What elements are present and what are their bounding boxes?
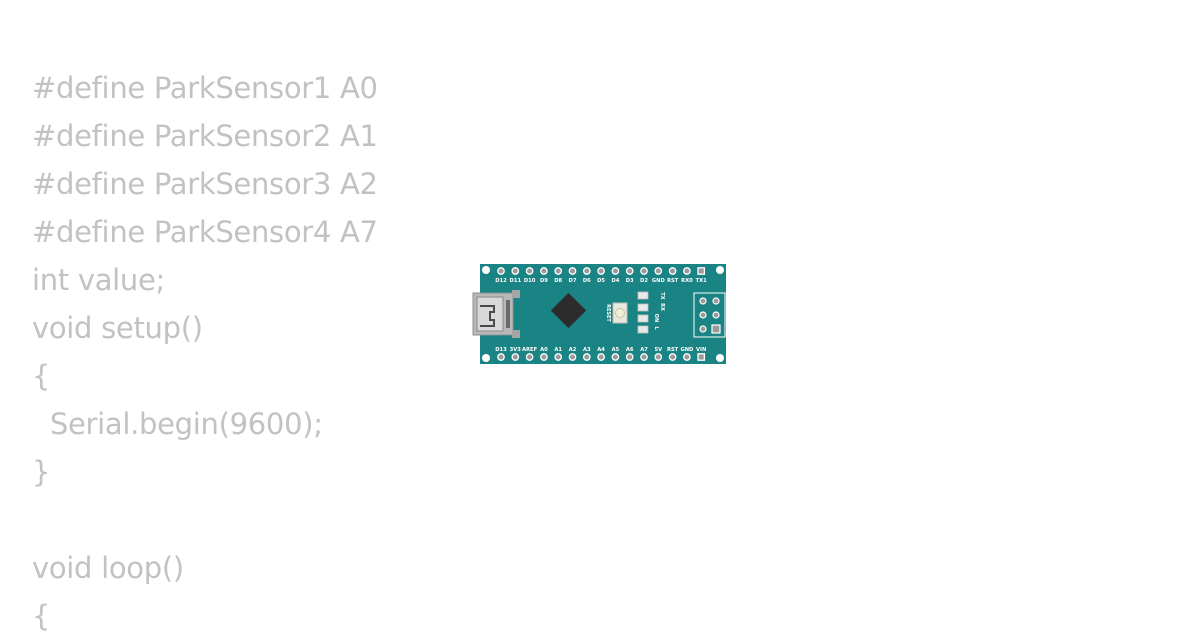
code-line: void loop() [32,551,184,585]
bottom-pin-label: 5V [654,347,662,353]
bottom-pin-label: A6 [626,347,634,353]
top-pin[interactable] [668,267,677,275]
bottom-pin-label: AREF [522,347,538,353]
code-line: #define ParkSensor4 A7 [32,215,378,249]
top-pin-label: GND [652,278,666,284]
top-pin[interactable] [525,267,534,275]
top-pin-label: D12 [495,278,507,284]
code-line: int value; [32,263,166,297]
top-pin[interactable] [611,267,620,275]
top-pin[interactable] [582,267,591,275]
microcontroller-chip [550,292,587,329]
top-pin-label: D5 [597,278,605,284]
top-pin-label: D4 [611,278,619,284]
bottom-pin[interactable] [611,353,620,361]
top-pin-label: D8 [554,278,562,284]
bottom-pin-label: RST [667,347,679,353]
bottom-pin-label: A7 [640,347,648,353]
bottom-pin[interactable] [654,353,663,361]
mounting-hole [716,354,724,362]
code-line: void setup() [32,311,203,345]
mounting-hole [716,266,724,274]
top-pin[interactable] [683,267,691,275]
bottom-pin-label: A1 [554,347,562,353]
top-pin[interactable] [511,267,520,275]
top-pin[interactable] [540,267,548,275]
led-label-on: ON [653,314,659,322]
bottom-pin-label: VIN [696,347,706,353]
bottom-pin-label: A0 [540,347,548,353]
code-editor[interactable]: #define ParkSensor1 A0 #define ParkSenso… [32,64,378,640]
bottom-pin-label: A4 [597,347,605,353]
bottom-pin[interactable] [554,353,563,361]
bottom-pin[interactable] [668,353,677,361]
reset-button[interactable] [612,302,628,324]
top-pin[interactable] [568,267,577,275]
top-pin-label: D2 [640,278,648,284]
code-line: { [32,599,51,633]
icsp-header[interactable] [693,292,726,338]
mounting-hole [482,266,490,274]
bottom-pin[interactable] [525,353,534,361]
bottom-pin[interactable] [625,353,634,361]
top-pin[interactable] [597,267,605,275]
top-pin-label: D7 [569,278,577,284]
led-label-l: L [653,326,659,330]
bottom-pin-label: A3 [583,347,591,353]
reset-label: RESET [605,304,611,322]
bottom-pin[interactable] [540,353,548,361]
top-pin-label: D11 [510,278,522,284]
bottom-pin[interactable] [497,353,505,361]
code-line: #define ParkSensor1 A0 [32,71,378,105]
code-line: Serial.begin(9600); [32,407,323,441]
code-line: #define ParkSensor2 A1 [32,119,378,153]
bottom-pin[interactable] [511,353,520,361]
top-pin[interactable] [497,267,505,275]
bottom-pin-label: 3V3 [510,347,522,353]
top-pin-label: RX0 [681,278,693,284]
status-leds [637,291,649,334]
top-pin-label: D9 [540,278,548,284]
mounting-hole [482,354,490,362]
pcb [480,264,726,364]
usb-connector[interactable] [472,290,520,338]
bottom-pin[interactable] [582,353,591,361]
top-pin[interactable] [554,267,563,275]
led-label-tx: TX [659,292,665,299]
bottom-pin[interactable] [640,353,648,361]
code-line: { [32,359,51,393]
top-pin[interactable] [625,267,634,275]
code-line: } [32,455,51,489]
top-pin-label: RST [667,278,679,284]
top-pin-label: D6 [583,278,591,284]
top-pin-label: D3 [626,278,634,284]
bottom-pin[interactable] [568,353,577,361]
bottom-pin-label: A5 [612,347,620,353]
top-pin[interactable] [640,267,648,275]
top-pin[interactable] [697,267,706,275]
bottom-pin[interactable] [597,353,605,361]
bottom-pin[interactable] [697,353,706,361]
top-pin-label: TX1 [696,278,708,284]
bottom-pin-label: D13 [495,347,507,353]
bottom-pin[interactable] [683,353,691,361]
top-pin-label: D10 [524,278,536,284]
top-pin[interactable] [654,267,663,275]
code-line: #define ParkSensor3 A2 [32,167,378,201]
bottom-pin-label: A2 [569,347,577,353]
code-line [32,496,378,544]
bottom-pin-label: GND [680,347,694,353]
led-label-rx: RX [659,303,665,311]
